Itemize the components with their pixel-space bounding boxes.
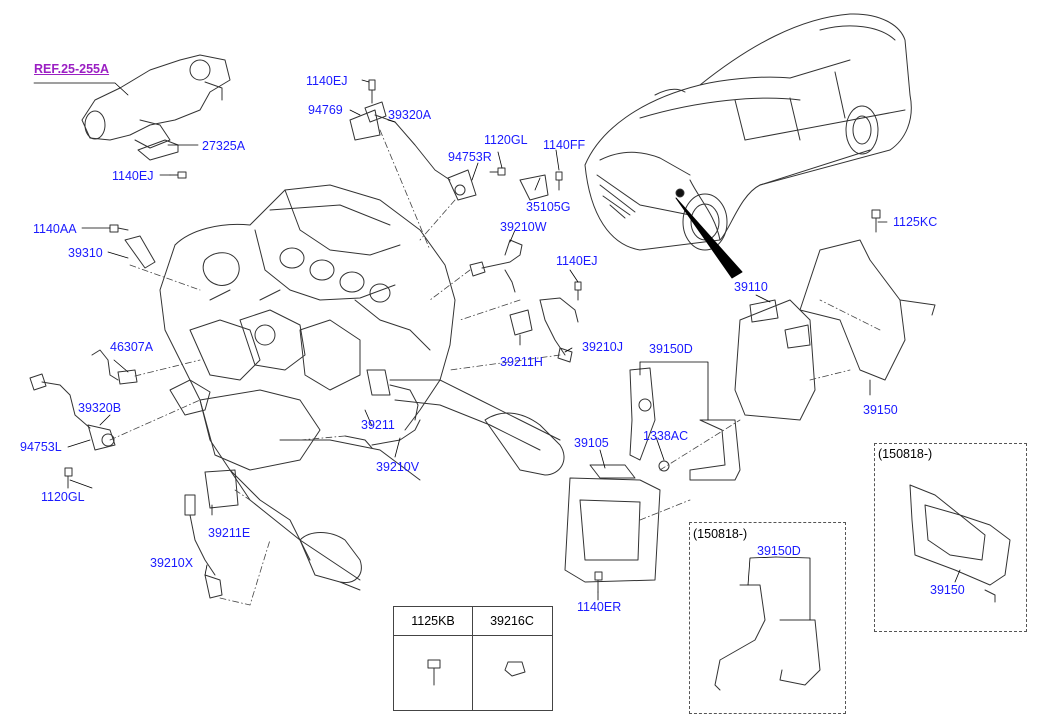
part-35105g[interactable]: 35105G	[526, 200, 571, 214]
hardware-table-divider	[472, 607, 473, 710]
variant-date-lower: (150818-)	[693, 527, 748, 541]
water-outlet-part	[81, 54, 231, 149]
table-col-39216c[interactable]: 39216C	[490, 614, 534, 628]
part-39210v[interactable]: 39210V	[376, 460, 420, 474]
part-39211h[interactable]: 39211H	[500, 355, 543, 369]
variant-box-lower	[689, 522, 846, 714]
variant-box-right	[874, 443, 1027, 632]
part-39310[interactable]: 39310	[68, 246, 103, 260]
part-39105[interactable]: 39105	[574, 436, 609, 450]
hardware-table-header	[394, 607, 552, 636]
part-39150d[interactable]: 39150D	[649, 342, 693, 356]
ref-link-water-outlet[interactable]: REF.25-255A	[34, 62, 110, 76]
part-39210x[interactable]: 39210X	[150, 556, 194, 570]
car-location-pointer	[675, 197, 743, 279]
clip-part	[137, 139, 179, 161]
part-39210j[interactable]: 39210J	[582, 340, 624, 354]
o2-sensor-j	[509, 297, 579, 363]
part-39210w[interactable]: 39210W	[500, 220, 547, 234]
table-col-1125kb[interactable]: 1125KB	[411, 614, 455, 628]
association-lines	[109, 129, 881, 606]
part-1120gl-left[interactable]: 1120GL	[41, 490, 85, 504]
cam-sensor-a	[349, 101, 477, 201]
bolt-parts	[64, 79, 881, 593]
part-94753l[interactable]: 94753L	[20, 440, 62, 454]
part-39320a[interactable]: 39320A	[388, 108, 432, 122]
bracket-35105g	[519, 174, 549, 201]
hardware-table: 1125KB 39216C	[393, 606, 553, 711]
part-39211e[interactable]: 39211E	[208, 526, 251, 540]
part-1140aa[interactable]: 1140AA	[33, 222, 77, 236]
ecu-39110	[734, 299, 816, 421]
part-27325a[interactable]: 27325A	[202, 139, 246, 153]
engine-illustration	[159, 184, 565, 591]
part-1140ej-left[interactable]: 1140EJ	[112, 169, 154, 183]
bracket-39150-variant	[909, 484, 1011, 586]
ecu-39105	[564, 464, 661, 583]
part-1120gl-top[interactable]: 1120GL	[484, 133, 528, 147]
part-39110[interactable]: 39110	[734, 280, 768, 294]
o2-sensor-x	[184, 469, 239, 599]
cam-sensor-b	[29, 373, 116, 451]
part-94769[interactable]: 94769	[308, 103, 343, 117]
part-39320b[interactable]: 39320B	[78, 401, 122, 415]
part-39150-variant[interactable]: 39150	[930, 583, 965, 597]
part-39150[interactable]: 39150	[863, 403, 898, 417]
part-1140ej-mid[interactable]: 1140EJ	[556, 254, 598, 268]
bracket-39150	[799, 239, 936, 381]
part-1140ej-top[interactable]: 1140EJ	[306, 74, 348, 88]
o2-sensor-v	[344, 369, 421, 449]
table-hardware	[427, 659, 526, 686]
bracket-39150d	[629, 367, 741, 481]
part-46307a[interactable]: 46307A	[110, 340, 154, 354]
part-1338ac[interactable]: 1338AC	[643, 429, 689, 443]
part-1140ff[interactable]: 1140FF	[543, 138, 586, 152]
part-39150d-variant[interactable]: 39150D	[757, 544, 801, 558]
part-94753r[interactable]: 94753R	[448, 150, 492, 164]
variant-date-right: (150818-)	[878, 447, 933, 461]
part-1140er[interactable]: 1140ER	[577, 600, 622, 614]
car-illustration	[584, 13, 912, 251]
sensor-46307a	[91, 349, 138, 385]
bracket-39150d-variant	[714, 584, 821, 691]
o2-sensor-w	[469, 239, 523, 293]
sensor-39310	[124, 235, 156, 269]
leader-lines	[33, 79, 961, 621]
part-39211[interactable]: 39211	[361, 418, 395, 432]
part-1125kc[interactable]: 1125KC	[893, 215, 938, 229]
